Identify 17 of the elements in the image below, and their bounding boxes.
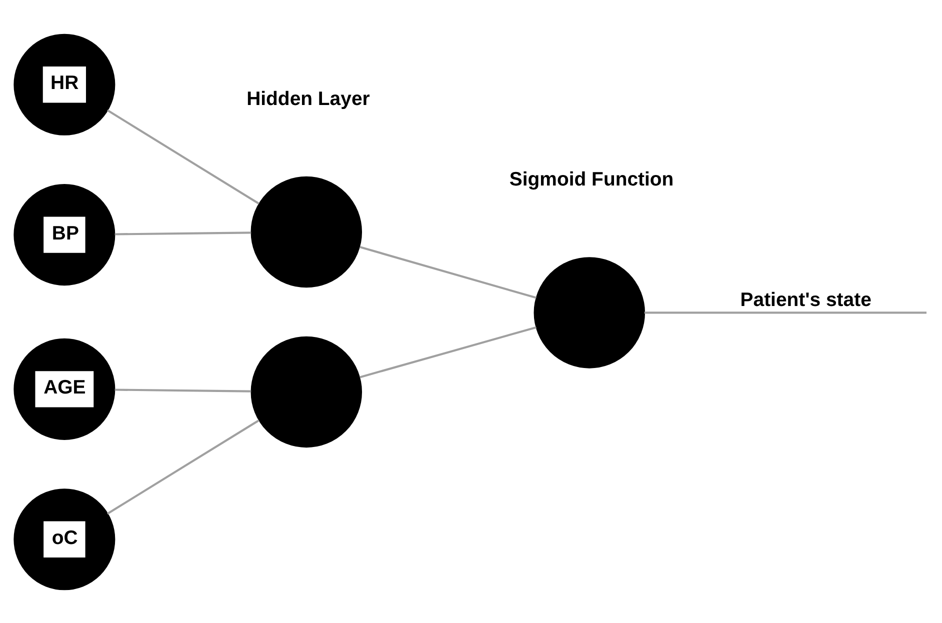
node-circle: HR — [14, 33, 116, 135]
node-circle: AGE — [14, 338, 116, 440]
node-circle: oC — [14, 488, 116, 590]
connector — [114, 388, 252, 392]
node-circle — [534, 256, 646, 368]
connector — [360, 326, 537, 378]
node-circle: BP — [14, 184, 116, 286]
connector — [106, 418, 260, 514]
connector — [644, 311, 926, 314]
connector — [106, 108, 260, 204]
connector — [114, 231, 252, 235]
node-circle — [250, 176, 362, 288]
node-circle — [250, 336, 362, 448]
connector — [360, 246, 537, 298]
label: Hidden Layer — [246, 88, 370, 110]
edge-label: Patient's state — [740, 288, 872, 311]
label: Sigmoid Function — [509, 168, 674, 190]
